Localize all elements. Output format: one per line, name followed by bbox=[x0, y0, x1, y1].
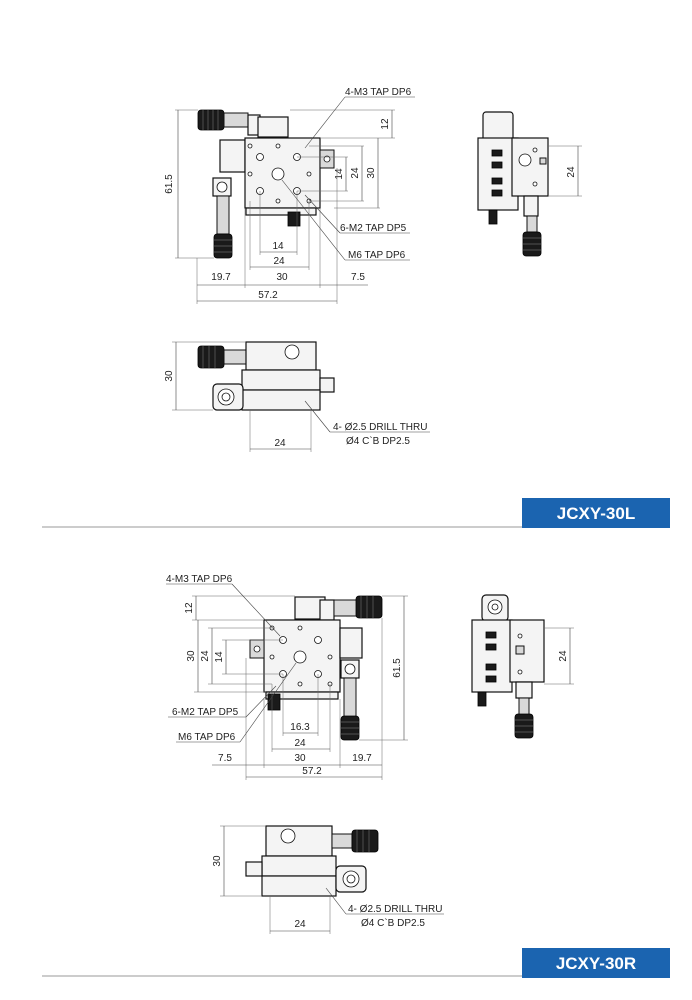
dim-v14: 14 bbox=[334, 168, 345, 180]
dim-h16: 16.3 bbox=[290, 722, 310, 733]
micrometer-barrel bbox=[333, 599, 359, 617]
dim-h14: 14 bbox=[272, 241, 284, 252]
callout-m6-tap: M6 TAP DP6 bbox=[348, 250, 406, 261]
callout-m3-tap: 4-M3 TAP DP6 bbox=[345, 87, 412, 98]
front-micrometer-knob bbox=[351, 829, 379, 853]
micrometer-barrel-y bbox=[216, 195, 230, 235]
dim-top-offset: 12 bbox=[380, 118, 391, 130]
callout-m2-tap: 6-M2 TAP DP5 bbox=[340, 223, 407, 234]
front-callout-line1: 4- Ø2.5 DRILL THRU bbox=[348, 904, 442, 915]
base-lip bbox=[265, 691, 339, 700]
dim-v24: 24 bbox=[350, 167, 361, 179]
front-callout-line2: Ø4 C`B DP2.5 bbox=[346, 435, 410, 447]
front-view: 30 24 4- Ø2.5 DRILL THRU Ø4 C`B DP2.5 bbox=[164, 341, 430, 452]
front-middle-block bbox=[241, 369, 321, 391]
side-dim: 24 bbox=[566, 166, 577, 178]
top-view: 61.5 12 30 24 14 14 24 bbox=[164, 87, 415, 304]
dim-center: 30 bbox=[276, 272, 288, 283]
side-view: 24 bbox=[477, 111, 582, 257]
dim-left: 7.5 bbox=[218, 753, 232, 764]
model-title-box bbox=[522, 948, 670, 978]
dim-right: 19.7 bbox=[352, 753, 372, 764]
front-callout-line2: Ø4 C`B DP2.5 bbox=[361, 917, 425, 929]
dim-h24: 24 bbox=[273, 256, 285, 267]
front-width: 24 bbox=[294, 919, 306, 930]
front-base bbox=[241, 389, 321, 411]
side-view: 24 bbox=[471, 594, 574, 739]
dim-height-total: 61.5 bbox=[164, 174, 175, 194]
dim-v30: 30 bbox=[186, 650, 197, 662]
front-micrometer-knob bbox=[197, 345, 225, 369]
dim-v24: 24 bbox=[200, 650, 211, 662]
side-plate bbox=[509, 619, 545, 683]
front-width: 24 bbox=[274, 438, 286, 449]
front-base bbox=[261, 875, 337, 897]
front-callout-line1: 4- Ø2.5 DRILL THRU bbox=[333, 422, 427, 433]
dim-h24: 24 bbox=[294, 738, 306, 749]
section-jcxy-30r: 61.5 12 30 24 14 16.3 24 bbox=[42, 574, 670, 978]
dim-v14: 14 bbox=[214, 651, 225, 663]
front-height: 30 bbox=[164, 370, 175, 382]
dim-top-offset: 12 bbox=[184, 602, 195, 614]
dim-total: 57.2 bbox=[258, 290, 278, 301]
micrometer-barrel-y bbox=[343, 677, 357, 719]
front-height: 30 bbox=[212, 855, 223, 867]
lock-screw bbox=[287, 211, 301, 227]
callout-m6-tap: M6 TAP DP6 bbox=[178, 732, 236, 743]
model-title-box bbox=[522, 498, 670, 528]
top-view: 61.5 12 30 24 14 16.3 24 bbox=[166, 574, 408, 780]
front-micrometer-barrel bbox=[331, 833, 353, 849]
dim-v30: 30 bbox=[366, 167, 377, 179]
side-bracket bbox=[219, 139, 246, 173]
section-jcxy-30l: 61.5 12 30 24 14 14 24 bbox=[42, 87, 670, 528]
side-plate bbox=[511, 137, 549, 197]
dim-left: 19.7 bbox=[211, 272, 231, 283]
micrometer-barrel bbox=[223, 112, 249, 128]
base-lip bbox=[245, 207, 317, 216]
front-upper-block bbox=[265, 825, 333, 857]
side-dim: 24 bbox=[558, 650, 569, 662]
micrometer-mount bbox=[319, 599, 335, 621]
side-bracket bbox=[339, 627, 363, 659]
side-lock-screw bbox=[488, 209, 498, 225]
side-lock-screw bbox=[477, 691, 487, 707]
feed-block bbox=[257, 116, 289, 138]
callout-m3-tap: 4-M3 TAP DP6 bbox=[166, 574, 233, 585]
front-middle-block bbox=[261, 855, 337, 877]
model-title: JCXY-30L bbox=[557, 504, 635, 523]
dim-center: 30 bbox=[294, 753, 306, 764]
lock-screw bbox=[267, 693, 281, 711]
model-title: JCXY-30R bbox=[556, 954, 636, 973]
dim-total: 57.2 bbox=[302, 766, 322, 777]
front-upper-block bbox=[245, 341, 317, 371]
front-micrometer-barrel bbox=[223, 349, 247, 365]
micrometer-knob bbox=[197, 109, 225, 131]
dim-right: 7.5 bbox=[351, 272, 365, 283]
callout-m2-tap: 6-M2 TAP DP5 bbox=[172, 707, 239, 718]
micrometer-knob bbox=[355, 595, 383, 619]
dim-height-total: 61.5 bbox=[392, 658, 403, 678]
front-view: 30 24 4- Ø2.5 DRILL THRU Ø4 C`B DP2.5 bbox=[212, 825, 444, 934]
